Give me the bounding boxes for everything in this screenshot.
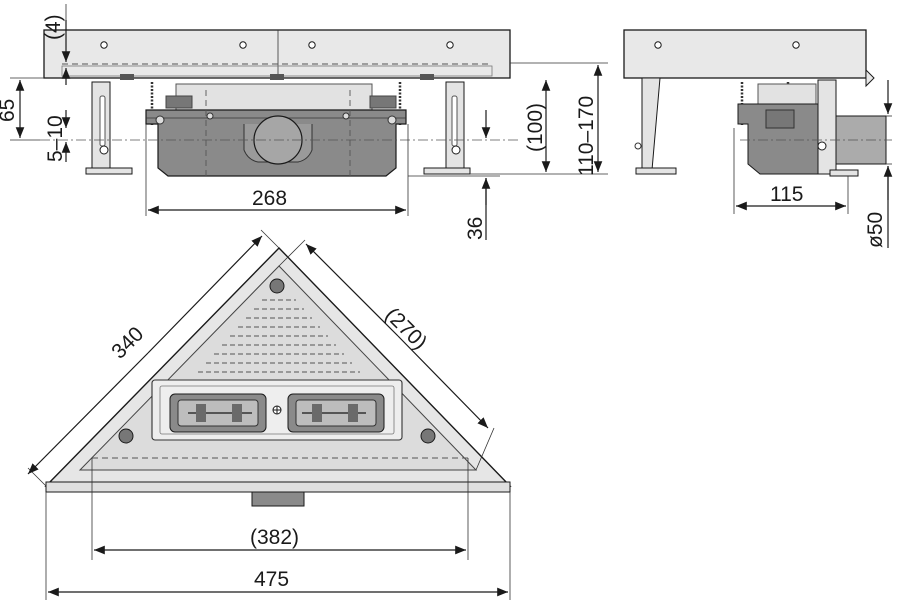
dim-front-top-offset: (4): [42, 14, 65, 40]
side-top-plate: [623, 29, 867, 79]
front-top-plate: [43, 29, 511, 79]
dim-diag-left: 340: [107, 322, 148, 363]
side-dimensions: 115 ø50: [733, 80, 893, 248]
dim-front-height: 65: [0, 99, 19, 122]
front-dimensions: (4) 65 5–10 268 (100) 110–170 36: [0, 4, 608, 240]
grate-left-clamp: [169, 393, 267, 433]
grate-right-clamp: [287, 393, 385, 433]
dim-outlet-diameter: ø50: [864, 212, 887, 248]
dim-total-height: 110–170: [575, 96, 598, 176]
grate-hole-left: [118, 428, 134, 444]
dim-side-depth: 115: [770, 183, 803, 206]
dim-inner-width: (382): [250, 526, 299, 549]
grate-hole-top: [269, 278, 285, 294]
dim-front-adjust: 5–10: [44, 115, 67, 162]
top-view: [44, 246, 512, 507]
side-view: [623, 29, 892, 177]
side-right-bracket: [817, 79, 837, 175]
dim-diag-right: (270): [380, 303, 431, 354]
dim-body-width: 268: [252, 187, 287, 210]
side-left-bracket: [641, 77, 661, 171]
dim-total-width: 475: [254, 568, 289, 591]
dim-outlet-height: (100): [524, 103, 547, 152]
dim-outlet-center: 36: [464, 217, 487, 240]
grate-outlet-stub: [251, 491, 305, 507]
front-view: [40, 29, 520, 177]
grate-hole-right: [420, 428, 436, 444]
